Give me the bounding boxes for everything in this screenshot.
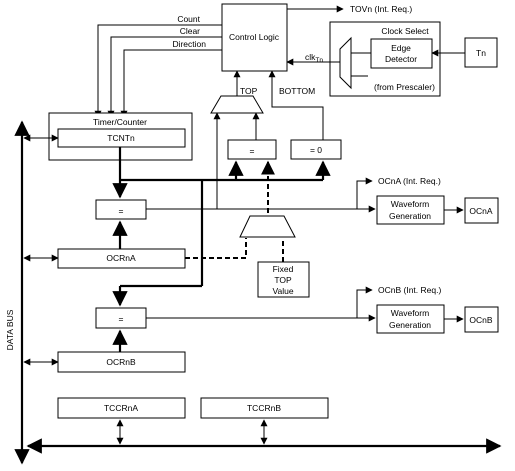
- data-bus-label: DATA BUS: [5, 309, 15, 350]
- tn-label: Tn: [476, 48, 486, 58]
- fixed-top-label-2: TOP: [274, 275, 292, 285]
- ocna-int-label: OCnA (Int. Req.): [378, 176, 441, 186]
- direction-line: [120, 49, 222, 118]
- eq-top-comparator: [227, 139, 277, 160]
- count-line: [94, 24, 222, 118]
- control-logic-label: Control Logic: [229, 32, 280, 42]
- fixed-top-label-3: Value: [272, 286, 293, 296]
- ocna-int-line: [356, 177, 373, 209]
- fixed-top-box: [257, 261, 310, 298]
- eq-b-label: =: [119, 314, 124, 324]
- waveform-b-box: [376, 304, 445, 334]
- ocrna-label: OCRnA: [106, 253, 136, 263]
- ocrna-dashed-to-mux: [185, 238, 247, 259]
- eq-zero-comparator: [290, 139, 342, 160]
- ocnb-pin-box: [464, 306, 499, 333]
- waveform-b-label-2: Generation: [389, 320, 431, 330]
- eq-top-label: =: [250, 146, 255, 156]
- top-label: TOP: [240, 86, 258, 96]
- tccrnb-register: [200, 397, 329, 419]
- from-prescaler-label: (from Prescaler): [374, 82, 435, 92]
- fixed-top-label-1: Fixed: [273, 264, 294, 274]
- ocnb-int-label: OCnB (Int. Req.): [378, 285, 441, 295]
- tccrna-register: [57, 397, 186, 419]
- ocna-pin-box: [464, 197, 499, 224]
- count-label: Count: [177, 14, 200, 24]
- clk-label: clkTn: [305, 52, 323, 64]
- eq-a-label: =: [119, 206, 124, 216]
- tccrnb-label: TCCRnB: [247, 403, 281, 413]
- edge-detector-label-1: Edge: [391, 43, 411, 53]
- eq-zero-label: = 0: [310, 145, 322, 155]
- clock-select-label: Clock Select: [381, 26, 429, 36]
- waveform-b-label-1: Waveform: [391, 308, 429, 318]
- bottom-line: [268, 70, 324, 140]
- bottom-label: BOTTOM: [279, 86, 315, 96]
- ocna-pin-label: OCnA: [469, 206, 492, 216]
- waveform-a-label-2: Generation: [389, 211, 431, 221]
- tcntn-label: TCNTn: [107, 133, 135, 143]
- timer-counter-label: Timer/Counter: [93, 117, 147, 127]
- clear-label: Clear: [180, 26, 200, 36]
- edge-detector-box: [370, 38, 433, 69]
- waveform-a-box: [376, 195, 445, 225]
- ocnb-pin-label: OCnB: [469, 315, 492, 325]
- fixed-top-mux: [239, 215, 296, 238]
- tccrna-label: TCCRnA: [104, 403, 138, 413]
- direction-label: Direction: [172, 39, 206, 49]
- tovn-label: TOVn (Int. Req.): [350, 4, 412, 14]
- top-mux: [210, 95, 264, 114]
- ocnb-int-line: [356, 286, 373, 318]
- clear-line: [107, 36, 222, 118]
- clock-mux: [339, 36, 352, 90]
- ocrnb-label: OCRnB: [106, 357, 136, 367]
- waveform-a-label-1: Waveform: [391, 199, 429, 209]
- edge-detector-label-2: Detector: [385, 54, 417, 64]
